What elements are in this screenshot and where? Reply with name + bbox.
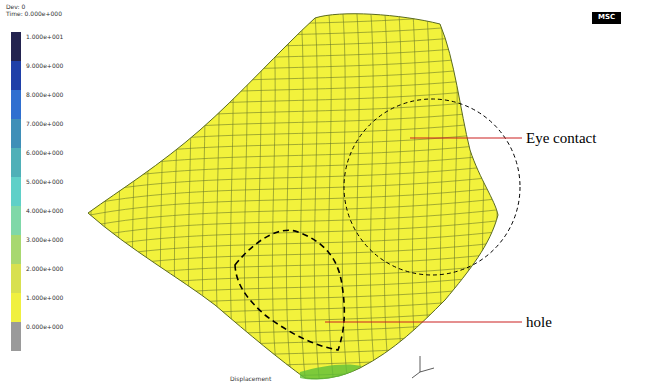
legend-value: 6.000e+000 [26, 150, 63, 157]
legend-value: 3.000e+000 [26, 237, 63, 244]
leader-line [410, 137, 522, 138]
mesh-outline [88, 14, 498, 379]
legend-swatch [11, 293, 21, 322]
legend-value: 4.000e+000 [26, 208, 63, 215]
legend-swatch [11, 148, 21, 177]
legend-swatch [11, 264, 21, 293]
legend-swatch [11, 61, 21, 90]
legend-swatch [11, 177, 21, 206]
callout-label: Eye contact [526, 130, 596, 147]
legend-value: 7.000e+000 [26, 121, 63, 128]
callout-label: hole [526, 314, 552, 331]
hole-region [235, 230, 344, 350]
axis-triad [412, 356, 434, 378]
legend-value: 8.000e+000 [26, 92, 63, 99]
logo: MSC [592, 12, 621, 24]
legend-value: 2.000e+000 [26, 266, 63, 273]
legend-swatch [11, 32, 21, 61]
legend-value: 1.000e+001 [26, 34, 63, 41]
header-note: Time: 0.000e+000 [6, 11, 62, 18]
eye-contact-region [344, 99, 520, 275]
legend-swatch [11, 322, 21, 351]
legend-value: 1.000e+000 [26, 295, 63, 302]
green-patch [300, 364, 362, 379]
mesh-grid [80, 0, 505, 387]
legend-value: 5.000e+000 [26, 179, 63, 186]
legend-swatch [11, 206, 21, 235]
result-type-note: Displacement [230, 376, 271, 383]
legend-swatch [11, 90, 21, 119]
legend-value: 0.000e+000 [26, 324, 63, 331]
legend-swatch [11, 119, 21, 148]
leader-line [325, 321, 522, 322]
header-note: Dev: 0 [6, 4, 25, 11]
legend-value: 9.000e+000 [26, 63, 63, 70]
legend-swatch [11, 235, 21, 264]
